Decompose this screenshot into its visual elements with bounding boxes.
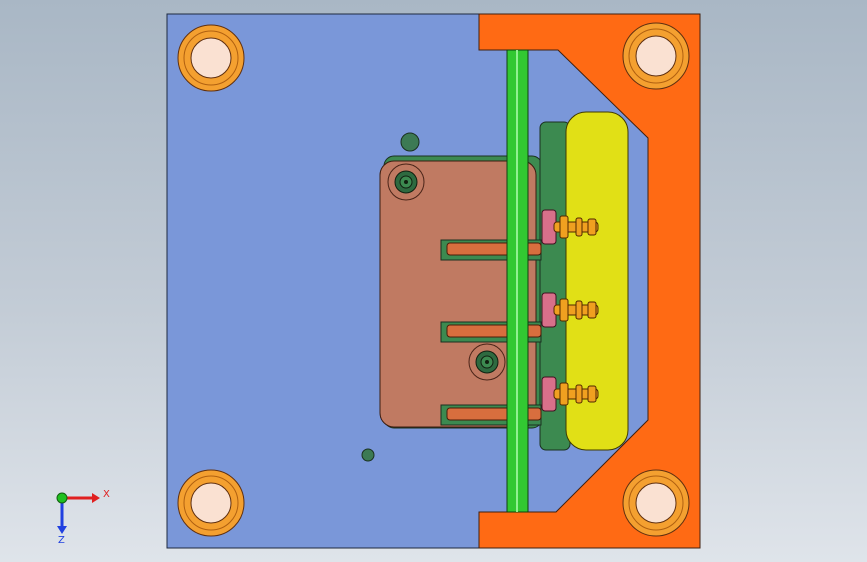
pin-bottom[interactable] bbox=[541, 376, 599, 412]
dowel-pin-lower[interactable] bbox=[361, 448, 375, 462]
corner-bushing-bottom-right[interactable] bbox=[622, 469, 690, 537]
axis-z-label: Z bbox=[58, 535, 65, 546]
dowel-pin-upper[interactable] bbox=[400, 132, 420, 152]
pin-middle[interactable] bbox=[541, 292, 599, 328]
corner-bushing-top-left[interactable] bbox=[177, 24, 245, 92]
axis-x-label: X bbox=[103, 489, 110, 500]
screw-upper[interactable] bbox=[387, 163, 425, 201]
yellow-pad[interactable] bbox=[565, 111, 629, 451]
screw-lower[interactable] bbox=[468, 343, 506, 381]
corner-bushing-top-right[interactable] bbox=[622, 22, 690, 90]
corner-bushing-bottom-left[interactable] bbox=[177, 469, 245, 537]
axis-triad-icon: X Z bbox=[56, 489, 110, 546]
pin-top[interactable] bbox=[541, 209, 599, 245]
